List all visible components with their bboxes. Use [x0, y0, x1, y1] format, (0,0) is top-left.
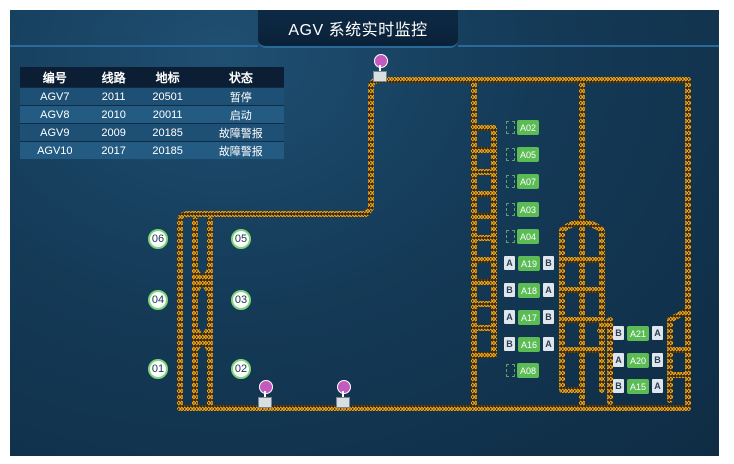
empty-slot: [506, 364, 515, 377]
page-title: AGV 系统实时监控: [288, 22, 428, 39]
marker-pin-icon: [374, 54, 388, 68]
station-a20[interactable]: A20: [627, 353, 649, 368]
table-row[interactable]: AGV10 2017 20185 故障警报: [20, 141, 284, 159]
agv-status-table: 编号 线路 地标 状态 AGV7 2011 20501 暂停 AGV8 2010…: [20, 67, 284, 159]
station-a07[interactable]: A07: [517, 174, 539, 189]
table-row[interactable]: AGV9 2009 20185 故障警报: [20, 123, 284, 142]
column-header-status: 状态: [197, 67, 284, 88]
side-tag-b: B: [613, 379, 624, 393]
station-a18[interactable]: A18: [518, 283, 540, 298]
marker-base-icon: [373, 71, 387, 82]
cell-route: 2017: [89, 141, 138, 159]
cell-landmark: 20185: [137, 123, 198, 142]
side-tag-a: A: [504, 256, 515, 270]
title-bar: AGV 系统实时监控: [258, 10, 458, 48]
node-02[interactable]: 02: [231, 359, 251, 379]
marker-stem: [264, 391, 266, 397]
track-cross-2: [192, 325, 213, 353]
cell-id: AGV10: [20, 141, 90, 159]
node-06[interactable]: 06: [148, 229, 168, 249]
side-tag-a: A: [652, 379, 663, 393]
node-03[interactable]: 03: [231, 290, 251, 310]
track-spurs-2: [559, 219, 605, 393]
cell-route: 2010: [89, 105, 138, 124]
side-tag-a: A: [613, 353, 624, 367]
marker-base-icon: [258, 397, 272, 408]
empty-slot: [506, 148, 515, 161]
side-tag-b: B: [504, 283, 515, 297]
marker-stem: [342, 391, 344, 397]
track-spurs-1: [471, 125, 497, 358]
cell-id: AGV7: [20, 87, 90, 106]
side-tag-a: A: [504, 310, 515, 324]
marker-stem: [379, 65, 381, 71]
monitor-panel: AGV 系统实时监控 编号 线路 地标 状态 AGV7 2011 20501 暂…: [10, 10, 719, 456]
marker-pin-icon: [259, 380, 273, 394]
cell-landmark: 20501: [137, 87, 198, 106]
column-header-id: 编号: [20, 67, 90, 88]
cell-route: 2011: [89, 87, 138, 106]
station-a05[interactable]: A05: [517, 147, 539, 162]
station-a04[interactable]: A04: [517, 229, 539, 244]
side-tag-b: B: [652, 353, 663, 367]
side-tag-b: B: [613, 326, 624, 340]
track-cross-1: [192, 267, 213, 295]
node-04[interactable]: 04: [148, 290, 168, 310]
side-tag-a: A: [652, 326, 663, 340]
station-a17[interactable]: A17: [518, 310, 540, 325]
cell-id: AGV9: [20, 123, 90, 142]
side-tag-b: B: [504, 337, 515, 351]
cell-status: 暂停: [197, 87, 284, 106]
cell-route: 2009: [89, 123, 138, 142]
marker-pin-icon: [337, 380, 351, 394]
track-map: [177, 77, 691, 411]
station-a08[interactable]: A08: [517, 363, 539, 378]
track-branch-left: [192, 217, 213, 408]
empty-slot: [506, 175, 515, 188]
station-a03[interactable]: A03: [517, 202, 539, 217]
cell-landmark: 20011: [137, 105, 198, 124]
side-tag-a: A: [543, 283, 554, 297]
title-divider-left: [10, 45, 258, 47]
side-tag-b: B: [543, 310, 554, 324]
cell-id: AGV8: [20, 105, 90, 124]
table-row[interactable]: AGV7 2011 20501 暂停: [20, 87, 284, 106]
node-05[interactable]: 05: [231, 229, 251, 249]
cell-status: 故障警报: [197, 141, 284, 159]
table-header-row: 编号 线路 地标 状态: [20, 67, 284, 88]
node-01[interactable]: 01: [148, 359, 168, 379]
station-a19[interactable]: A19: [518, 256, 540, 271]
station-a21[interactable]: A21: [627, 326, 649, 341]
empty-slot: [506, 121, 515, 134]
station-a15[interactable]: A15: [627, 379, 649, 394]
side-tag-a: A: [543, 337, 554, 351]
side-tag-b: B: [543, 256, 554, 270]
empty-slot: [506, 230, 515, 243]
station-a02[interactable]: A02: [517, 120, 539, 135]
track-spurs-3: [597, 307, 691, 405]
column-header-landmark: 地标: [137, 67, 198, 88]
station-a16[interactable]: A16: [518, 337, 540, 352]
table-row[interactable]: AGV8 2010 20011 启动: [20, 105, 284, 124]
column-header-route: 线路: [89, 67, 138, 88]
cell-status: 故障警报: [197, 123, 284, 142]
empty-slot: [506, 203, 515, 216]
title-divider-right: [458, 45, 719, 47]
cell-landmark: 20185: [137, 141, 198, 159]
marker-base-icon: [336, 397, 350, 408]
cell-status: 启动: [197, 105, 284, 124]
